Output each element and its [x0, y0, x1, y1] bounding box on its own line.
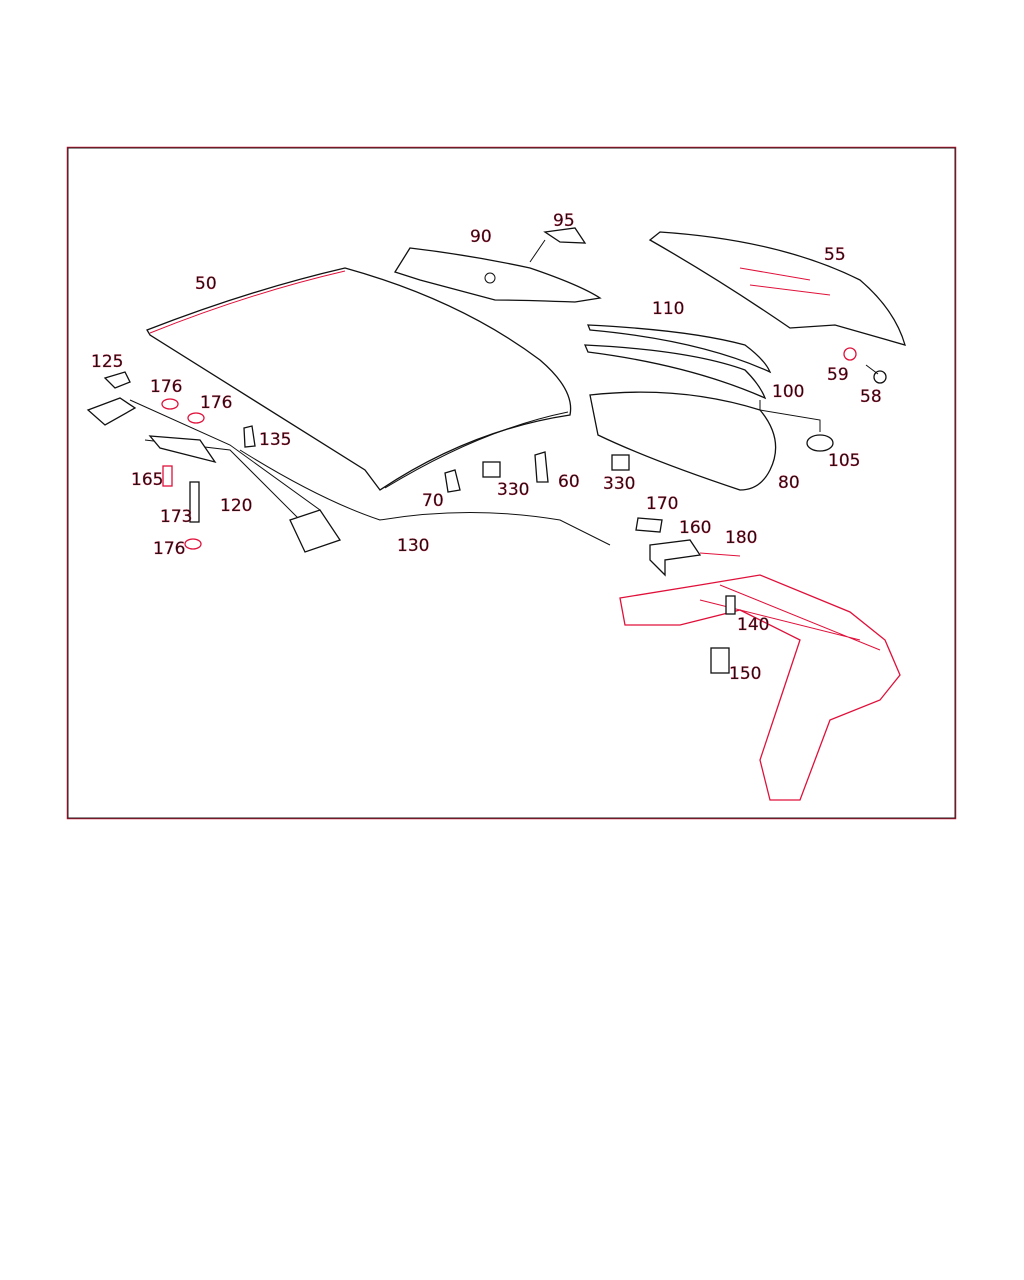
part-105-grommet[interactable]: [806, 434, 834, 452]
label-135: 135: [259, 430, 291, 450]
label-90: 90: [470, 227, 492, 247]
label-80: 80: [778, 473, 800, 493]
label-160: 160: [679, 518, 711, 538]
part-95-clip[interactable]: [543, 227, 587, 244]
label-100: 100: [772, 382, 804, 402]
label-150: 150: [729, 664, 761, 684]
label-58: 58: [860, 387, 882, 407]
label-176c: 176: [153, 539, 185, 559]
label-130: 130: [397, 536, 429, 556]
part-130-cable[interactable]: [239, 449, 611, 546]
part-90-trim[interactable]: [394, 239, 602, 303]
part-176-ring[interactable]: [161, 398, 179, 410]
part-80-panel[interactable]: [589, 391, 777, 491]
label-125: 125: [91, 352, 123, 372]
label-105: 105: [828, 451, 860, 471]
label-55: 55: [824, 245, 846, 265]
label-165: 165: [131, 470, 163, 490]
part-135-clip[interactable]: [243, 425, 256, 448]
part-120-linkage[interactable]: [86, 397, 342, 553]
label-110: 110: [652, 299, 684, 319]
part-150-bushing[interactable]: [710, 647, 730, 674]
part-165-pin[interactable]: [162, 465, 173, 487]
label-170: 170: [646, 494, 678, 514]
part-59-washer[interactable]: [843, 347, 857, 361]
part-170-plate[interactable]: [635, 517, 663, 533]
part-330-nut[interactable]: [611, 454, 630, 471]
part-125-cap[interactable]: [103, 371, 131, 389]
part-140-bolt[interactable]: [725, 595, 736, 615]
part-110-strip[interactable]: [587, 324, 772, 374]
label-120: 120: [220, 496, 252, 516]
label-95: 95: [553, 211, 575, 231]
part-55-rear-window[interactable]: [648, 231, 906, 346]
part-160-latch[interactable]: [649, 539, 702, 577]
label-330a: 330: [497, 480, 529, 500]
part-roof-panel[interactable]: [146, 267, 572, 491]
label-140: 140: [737, 615, 769, 635]
label-180: 180: [725, 528, 757, 548]
label-330b: 330: [603, 474, 635, 494]
part-180-spring[interactable]: [699, 552, 741, 557]
part-frame-assembly[interactable]: [619, 574, 901, 801]
part-70-clip[interactable]: [444, 469, 461, 493]
label-50: 50: [195, 274, 217, 294]
part-176-ring[interactable]: [184, 538, 202, 550]
label-176a: 176: [150, 377, 182, 397]
label-176b: 176: [200, 393, 232, 413]
label-173: 173: [160, 507, 192, 527]
label-59: 59: [827, 365, 849, 385]
label-60: 60: [558, 472, 580, 492]
part-60-bracket[interactable]: [534, 451, 549, 483]
part-100-strip[interactable]: [583, 344, 767, 400]
part-58-bolt[interactable]: [865, 364, 887, 384]
label-70: 70: [422, 491, 444, 511]
part-176-ring[interactable]: [187, 412, 205, 424]
part-330-nut[interactable]: [482, 461, 501, 478]
diagram-frame-inner: [67, 147, 956, 819]
part-173-rod[interactable]: [189, 481, 200, 523]
